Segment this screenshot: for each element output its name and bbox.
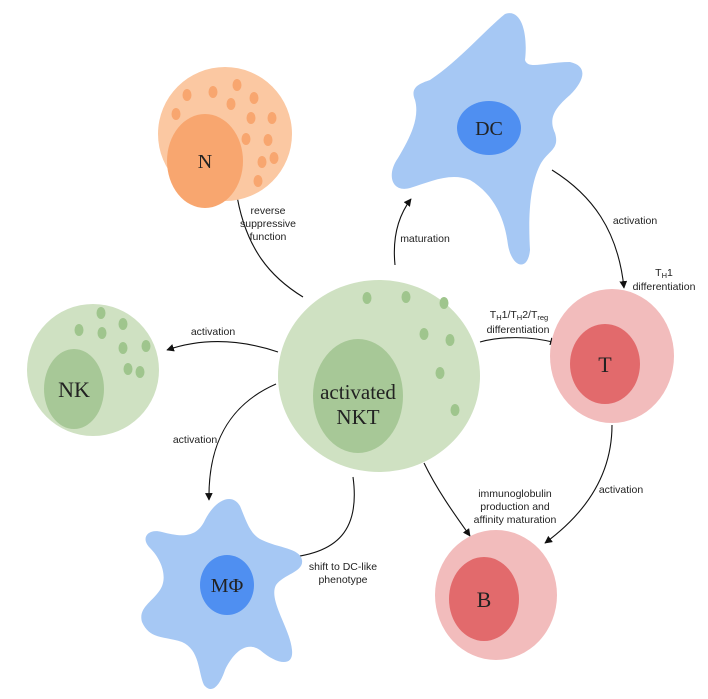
nk-cell-nucleus xyxy=(44,349,104,429)
dendritic-cell: DC xyxy=(391,13,583,265)
label-shift-line1: shift to DC-like xyxy=(309,561,377,573)
label-th1-line1: TH1 xyxy=(655,267,673,280)
neutrophil-granules xyxy=(171,79,279,187)
label-nkt-to-nk-activation: activation xyxy=(191,326,236,338)
b-cell: B xyxy=(435,530,557,660)
nkt-cell-granules xyxy=(362,291,460,416)
label-immunoglobulin-production: immunoglobulin production and affinity m… xyxy=(474,488,557,526)
arrow-dc-to-t xyxy=(551,169,628,289)
arrow-t-to-b xyxy=(544,424,613,544)
neutrophil-label: N xyxy=(198,151,212,173)
label-th1-line2: differentiation xyxy=(633,281,696,293)
arrow-nkt-to-nk xyxy=(166,340,279,353)
arrow-nkt-to-n xyxy=(233,189,304,298)
nkt-label-line2: NKT xyxy=(336,405,379,429)
t-cell-nucleus xyxy=(570,324,640,404)
b-cell-nucleus xyxy=(449,557,519,641)
macrophage-label: MΦ xyxy=(211,575,244,597)
neutrophil-nucleus xyxy=(167,114,243,208)
neutrophil-cell: N xyxy=(158,67,292,208)
label-nkt-to-mphi-activation: activation xyxy=(173,434,218,446)
label-reverse-suppressive-function: reverse suppressive function xyxy=(240,205,296,243)
dendritic-cell-nucleus xyxy=(457,101,521,155)
label-nkt-to-n-line2: suppressive xyxy=(240,218,296,230)
arrow-nkt-to-t xyxy=(479,337,558,345)
label-nkt-to-b-line1: immunoglobulin xyxy=(478,488,552,500)
label-dc-to-t-activation: activation xyxy=(613,215,658,227)
label-nkt-to-t-line1: TH1/TH2/Treg xyxy=(490,309,548,322)
nk-cell: NK xyxy=(27,304,159,436)
nkt-label-line1: activated xyxy=(320,380,396,404)
arrow-nkt-to-dc xyxy=(393,198,412,266)
arrow-nkt-to-mphi xyxy=(205,383,277,501)
nk-cell-label: NK xyxy=(58,377,90,402)
label-shift-line2: phenotype xyxy=(318,574,367,586)
label-shift-to-dc-like-phenotype: shift to DC-like phenotype xyxy=(309,561,377,586)
arrow-nkt-to-mphi-shift xyxy=(280,476,355,562)
t-cell-label: T xyxy=(598,352,612,377)
activated-nkt-cell: activated NKT xyxy=(278,280,480,472)
label-t-to-b-activation: activation xyxy=(599,484,644,496)
label-nkt-to-t-line2: differentiation xyxy=(487,324,550,336)
dendritic-cell-label: DC xyxy=(475,118,503,140)
label-th1-th2-treg-differentiation: TH1/TH2/Treg differentiation xyxy=(487,309,550,336)
nkt-cell-nucleus xyxy=(313,339,403,453)
label-th1-differentiation: TH1 differentiation xyxy=(633,267,696,293)
label-nkt-to-n-line1: reverse xyxy=(250,205,285,217)
label-nkt-to-n-line3: function xyxy=(250,231,287,243)
b-cell-label: B xyxy=(477,587,492,612)
label-maturation: maturation xyxy=(400,233,450,245)
macrophage-cell: MΦ xyxy=(141,498,303,690)
macrophage-nucleus xyxy=(200,555,254,615)
arrow-nkt-to-b xyxy=(423,462,471,537)
t-cell: T xyxy=(550,289,674,423)
label-nkt-to-b-line3: affinity maturation xyxy=(474,514,557,526)
nk-cell-granules xyxy=(74,307,151,378)
label-nkt-to-b-line2: production and xyxy=(480,501,550,513)
